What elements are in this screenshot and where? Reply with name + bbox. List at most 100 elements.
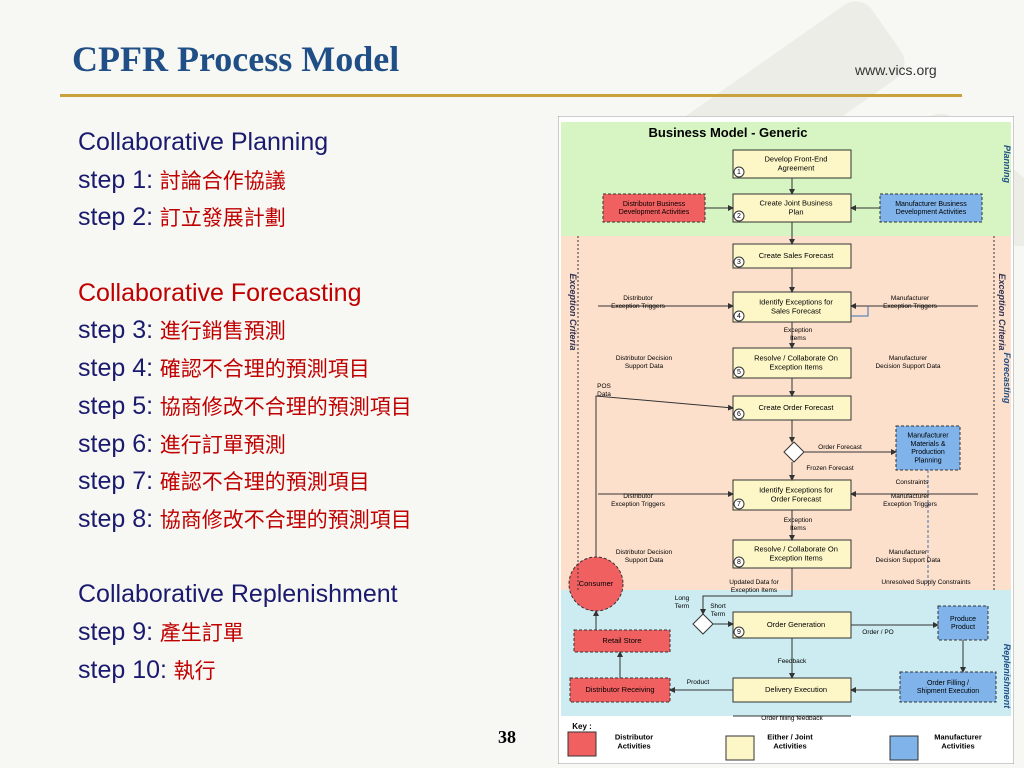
process-box-label: Create Order Forecast: [758, 403, 834, 412]
diagram-title: Business Model - Generic: [649, 125, 808, 140]
step-number-badge: [733, 498, 745, 510]
manufacturer-business-dev-box: [879, 193, 983, 223]
process-box-label: Delivery Execution: [765, 685, 827, 694]
process-box-4: [732, 291, 852, 323]
exception-criteria-label-right: Exception Criteria: [997, 273, 1007, 350]
step-number-badge: [733, 366, 745, 378]
key-band: [561, 716, 1011, 762]
replenishment-band-label: Replenishment: [1002, 644, 1012, 710]
step-description: 協商修改不合理的預測項目: [153, 507, 412, 532]
step-number-badge: [733, 166, 745, 178]
process-box-label: Create Sales Forecast: [759, 251, 835, 260]
annotation-feedback: Feedback: [778, 658, 807, 665]
order-filling-label: Order Filling /Shipment Execution: [917, 680, 979, 695]
step-item: step 3: 進行銷售預測: [78, 312, 558, 350]
step-number: 6: [737, 411, 741, 418]
annotation-order-filling-feedback: Order filling feedback: [761, 715, 823, 722]
annotation-unresolved: Unresolved Supply Constraints: [881, 579, 971, 586]
process-box-8: [732, 539, 852, 569]
decision-diamond: [783, 441, 805, 463]
annotation-constraints: Constraints: [896, 479, 930, 486]
cpfr-business-model-diagram: Business Model - GenericPlanningForecast…: [558, 116, 1014, 764]
blank-line: [78, 237, 558, 275]
phase-heading: Collaborative Replenishment: [78, 580, 398, 609]
key-title: Key :: [572, 722, 592, 731]
step-description: 進行銷售預測: [153, 319, 286, 344]
annotation-order-po: Order / PO: [862, 629, 893, 636]
source-url: www.vics.org: [855, 62, 937, 78]
step-description: 協商修改不合理的預測項目: [153, 394, 412, 419]
key-joint-swatch: [725, 735, 755, 761]
step-item: step 10: 執行: [78, 652, 558, 690]
step-number-badge: [733, 210, 745, 222]
consumer-label: Consumer: [579, 579, 614, 588]
annotation-product: Product: [687, 679, 710, 686]
step-item: step 7: 確認不合理的預測項目: [78, 463, 558, 501]
step-number: 8: [737, 559, 741, 566]
step-number-badge: [733, 408, 745, 420]
process-box-label: Order Generation: [767, 620, 825, 629]
distributor-receiving-label: Distributor Receiving: [585, 685, 654, 694]
step-label: step 2:: [78, 203, 154, 232]
process-box-9: [732, 611, 852, 639]
step-item: step 5: 協商修改不合理的預測項目: [78, 388, 558, 426]
step-label: step 1:: [78, 165, 154, 194]
step-number: 3: [737, 259, 741, 266]
produce-product-box: [937, 605, 989, 641]
order-filling-box: [899, 671, 997, 703]
page-number: 38: [498, 727, 516, 747]
step-number-badge: [733, 256, 745, 268]
step-number: 1: [737, 169, 741, 176]
step-label: step 4:: [78, 354, 154, 383]
step-description: 確認不合理的預測項目: [153, 357, 370, 382]
step-label: step 10:: [78, 655, 167, 684]
flow-arrow: [595, 395, 734, 557]
step-number-badge: [733, 310, 745, 322]
slide-title: CPFR Process Model: [72, 39, 400, 79]
step-label: step 8:: [78, 504, 154, 533]
manufacturer-materials-box: [895, 425, 961, 471]
step-number: 5: [737, 369, 741, 376]
annotation-frozen-forecast: Frozen Forecast: [806, 465, 854, 472]
blank-line: [78, 539, 558, 577]
step-item: step 1: 討論合作協議: [78, 162, 558, 200]
step-description: 產生訂單: [153, 620, 244, 645]
exception-criteria-label-left: Exception Criteria: [568, 273, 578, 350]
step-description: 執行: [166, 658, 216, 683]
flow-arrow: [700, 568, 793, 615]
step-number: 9: [737, 629, 741, 636]
distributor-business-dev-box: [602, 193, 706, 223]
key-manufacturer-swatch: [889, 735, 919, 761]
step-label: step 5:: [78, 391, 154, 420]
step-description: 確認不合理的預測項目: [153, 470, 370, 495]
planning-band-label: Planning: [1002, 145, 1012, 184]
step-label: step 7:: [78, 467, 154, 496]
decision-diamond: [692, 613, 714, 635]
step-item: step 8: 協商修改不合理的預測項目: [78, 501, 558, 539]
step-item: step 9: 產生訂單: [78, 614, 558, 652]
key-distributor-swatch: [567, 731, 597, 757]
step-number-badge: [733, 626, 745, 638]
constraint-line: [851, 306, 869, 317]
